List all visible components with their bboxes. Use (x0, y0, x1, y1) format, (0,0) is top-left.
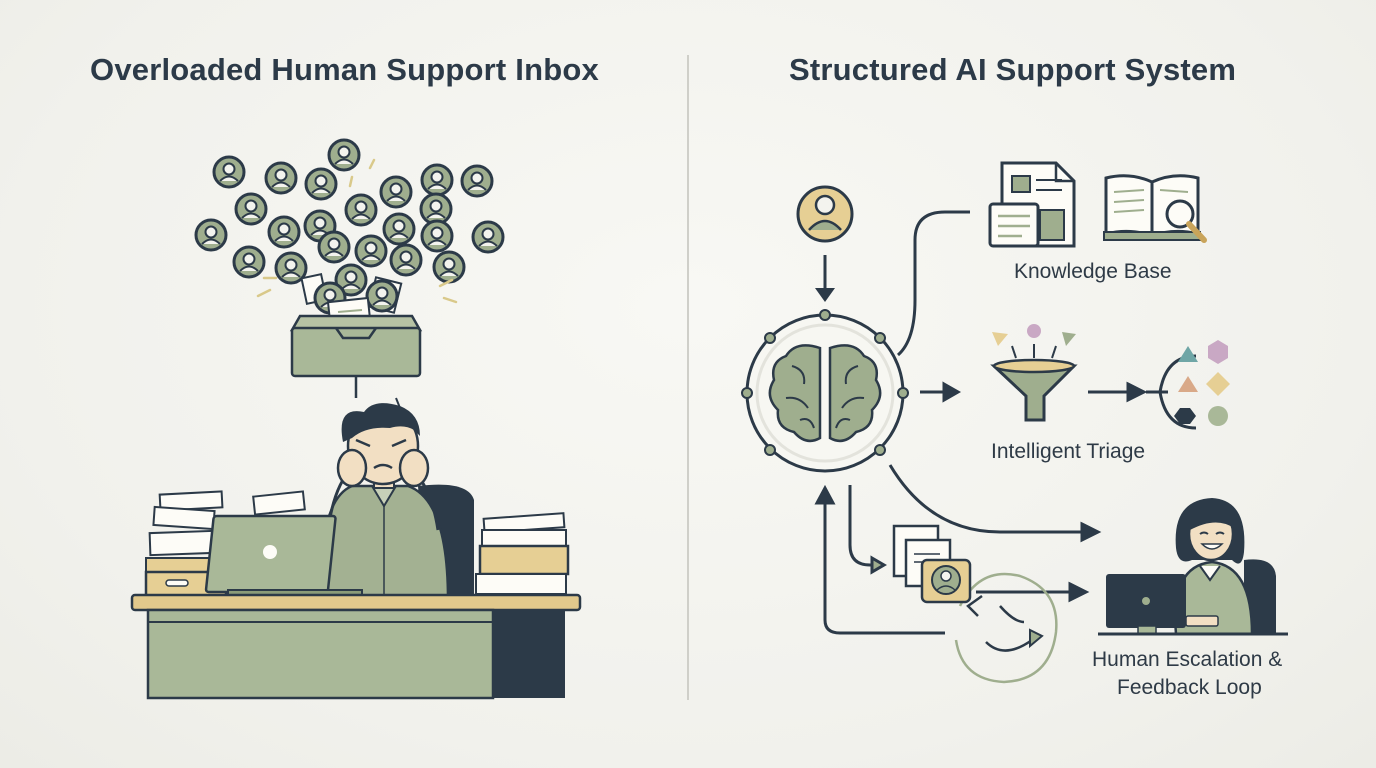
paper-stacks (144, 490, 570, 598)
customer-avatar-icon (796, 185, 854, 302)
overflowing-inbox-tray (289, 273, 423, 398)
stress-lines (256, 158, 458, 304)
triage-funnel-icon (990, 324, 1078, 422)
panel-divider (687, 55, 689, 700)
knowledge-base-label: Knowledge Base (1014, 260, 1172, 283)
book-search-icon (1103, 174, 1207, 243)
support-agent-at-computer (1098, 498, 1288, 636)
desk (130, 593, 582, 700)
left-panel-title: Overloaded Human Support Inbox (90, 52, 599, 87)
human-escalation-label: Human Escalation & (1092, 648, 1283, 671)
escalated-ticket-icon (892, 524, 972, 604)
intelligent-triage-label: Intelligent Triage (991, 440, 1146, 463)
document-icon (988, 161, 1076, 248)
connector-arrows (814, 210, 1148, 635)
right-panel-title: Structured AI Support System (789, 52, 1237, 87)
ai-brain-hub (741, 309, 909, 473)
feedback-loop-icon (954, 572, 1058, 684)
sorted-shapes-icon (1146, 340, 1230, 430)
feedback-loop-label: Feedback Loop (1117, 676, 1262, 699)
flying-ticket-icons (194, 138, 505, 297)
stressed-worker-at-desk (320, 397, 474, 602)
